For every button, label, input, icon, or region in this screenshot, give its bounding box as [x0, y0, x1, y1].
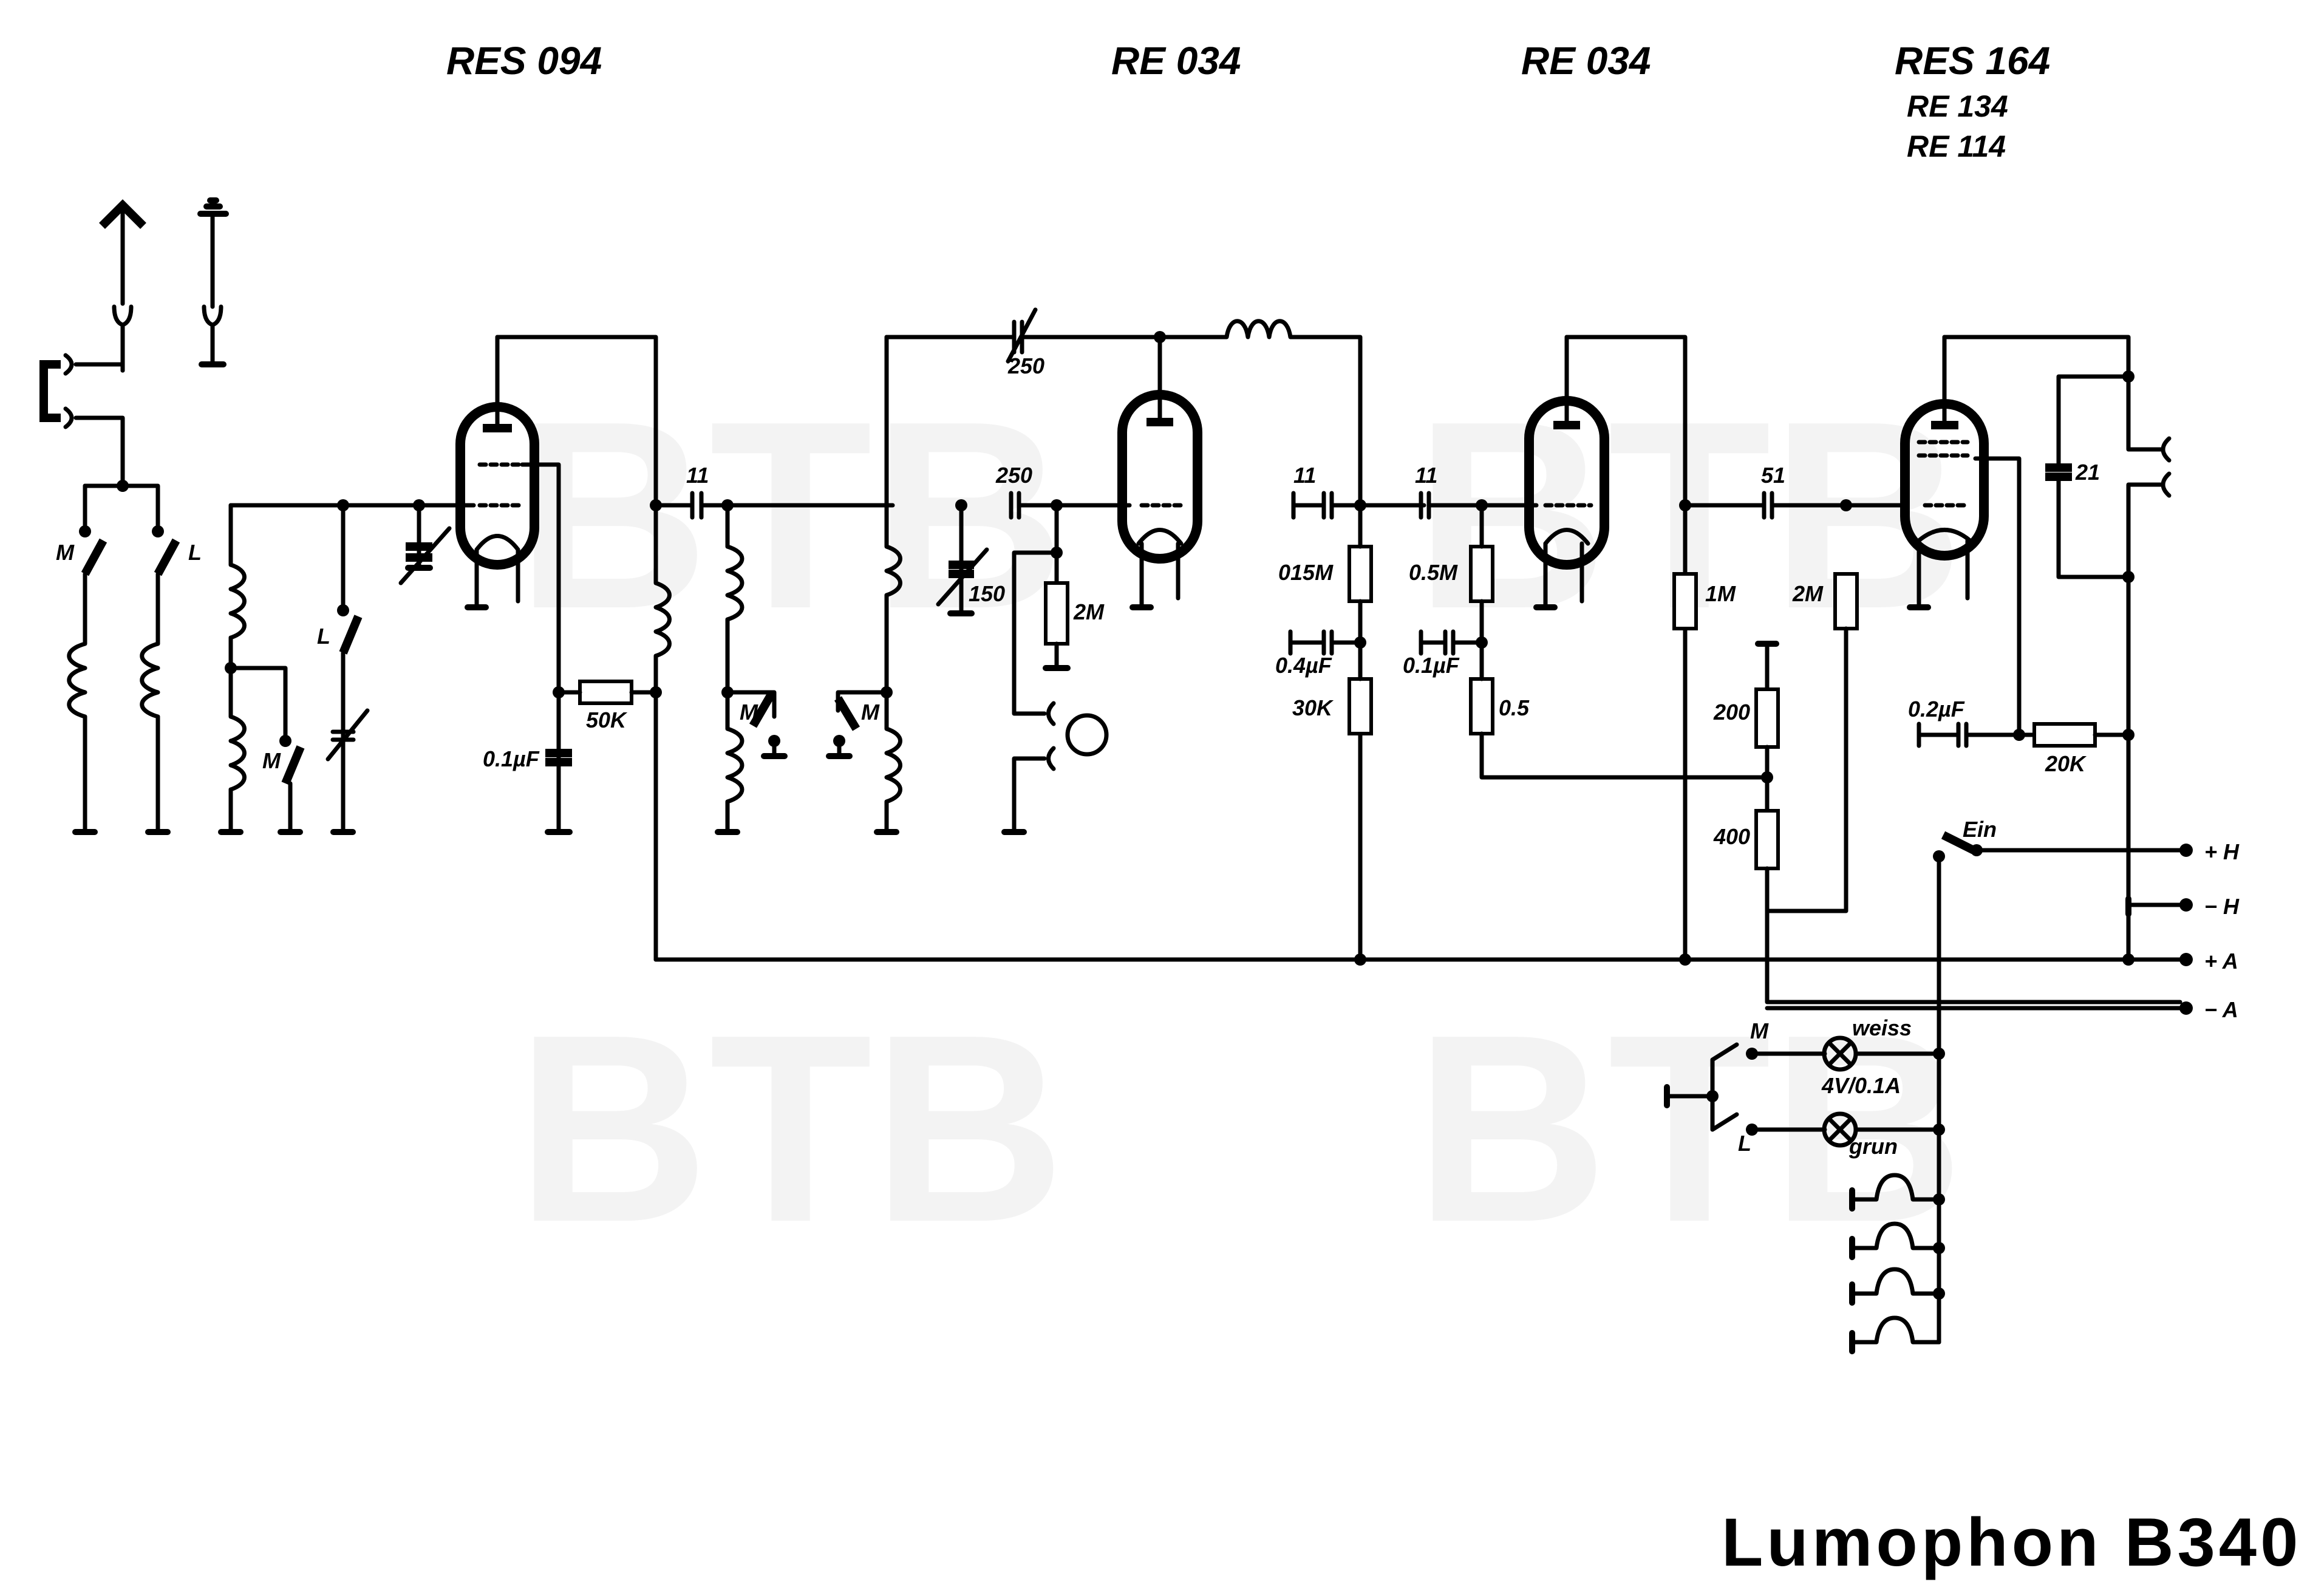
cap-coupling-4-label: 51: [1761, 463, 1785, 488]
resistor-05-label: 0.5: [1499, 695, 1530, 720]
cap-grid-label: 250: [995, 463, 1032, 488]
switch-label-m: M: [56, 540, 75, 565]
resistor-2m-label: 2M: [1073, 599, 1105, 624]
switch-label-l: L: [1738, 1131, 1751, 1156]
lamp-label-weiss: weiss: [1852, 1015, 1912, 1040]
lamp-icon: [1750, 1111, 1941, 1148]
switch-label-m: M: [740, 700, 758, 725]
tube-label-4: RES 164: [1895, 39, 2050, 83]
cap-04-label: 0.4µF: [1275, 653, 1332, 678]
lamp-label-grun: grun: [1848, 1134, 1898, 1159]
cap-coupling-2-label: 11: [1293, 463, 1316, 488]
antenna-icon: [99, 199, 146, 373]
switch-label-m: M: [1750, 1018, 1769, 1043]
cap-01a-label: 0.1µF: [483, 746, 540, 771]
terminal-minus-h: − H: [2204, 894, 2240, 919]
tube-label-2: RE 034: [1111, 39, 1241, 83]
power-switch: [1941, 831, 1976, 854]
switch-label-l: L: [188, 540, 202, 565]
switch-l-1: [154, 538, 180, 576]
tube-1: [455, 335, 539, 610]
switch-m-1: [81, 538, 107, 576]
tube-2: [1117, 335, 1202, 610]
watermark: BTB: [516, 366, 1065, 664]
resistor-50k: [578, 680, 633, 705]
coil-icon: [67, 571, 160, 834]
lamp-rating-label: 4V/0.1A: [1821, 1073, 1901, 1098]
watermark-group: BTB BTB BTB BTB: [516, 366, 1964, 1278]
cap-21-label: 21: [2075, 460, 2100, 485]
terminal-plus-h: + H: [2204, 839, 2240, 864]
resistor-200-label: 200: [1713, 700, 1750, 725]
resistor-400-label: 400: [1713, 824, 1750, 849]
cap-coupling-1-label: 11: [686, 463, 709, 488]
tube-4: [1900, 335, 1989, 610]
antenna-jumper: [39, 360, 61, 422]
resistor-30k-label: 30K: [1292, 695, 1334, 720]
cap-02-label: 0.2µF: [1908, 697, 1965, 721]
terminal-minus-a: − A: [2204, 997, 2238, 1022]
switch-label-ein: Ein: [1963, 817, 1997, 842]
tube-label-1: RES 094: [446, 39, 602, 83]
resistor-20k-label: 20K: [2045, 751, 2087, 776]
earth-icon: [197, 197, 229, 367]
switch-label-l: L: [317, 624, 330, 649]
switch-label-m: M: [262, 748, 281, 773]
resistor-015m-label: 015M: [1278, 560, 1334, 585]
tube-3: [1524, 335, 1609, 610]
cap-coupling-3-label: 11: [1415, 463, 1437, 488]
tube-label-3: RE 034: [1521, 39, 1651, 83]
switch-label-m: M: [861, 700, 880, 725]
cap-01b-label: 0.1µF: [1403, 653, 1460, 678]
resistor-1m-label: 1M: [1705, 581, 1736, 606]
cap-tune-label: 150: [969, 581, 1005, 606]
cap-feedback-label: 250: [1007, 353, 1044, 378]
schematic-title: Lumophon B340: [1722, 1504, 2301, 1580]
tube-label-4-alt-2: RE 114: [1907, 129, 2006, 163]
heater-fuse-group: [1849, 1173, 1945, 1354]
tube-label-4-alt-1: RE 134: [1907, 89, 2008, 123]
terminal-plus-a: + A: [2204, 949, 2238, 974]
watermark: BTB: [516, 980, 1065, 1278]
resistor-50k-label: 50K: [586, 708, 628, 732]
lamp-icon: [1750, 1035, 1941, 1072]
choke-coil: [1157, 319, 1363, 962]
resistor-05m-label: 0.5M: [1409, 560, 1458, 585]
resistor-2m-b-label: 2M: [1792, 581, 1824, 606]
